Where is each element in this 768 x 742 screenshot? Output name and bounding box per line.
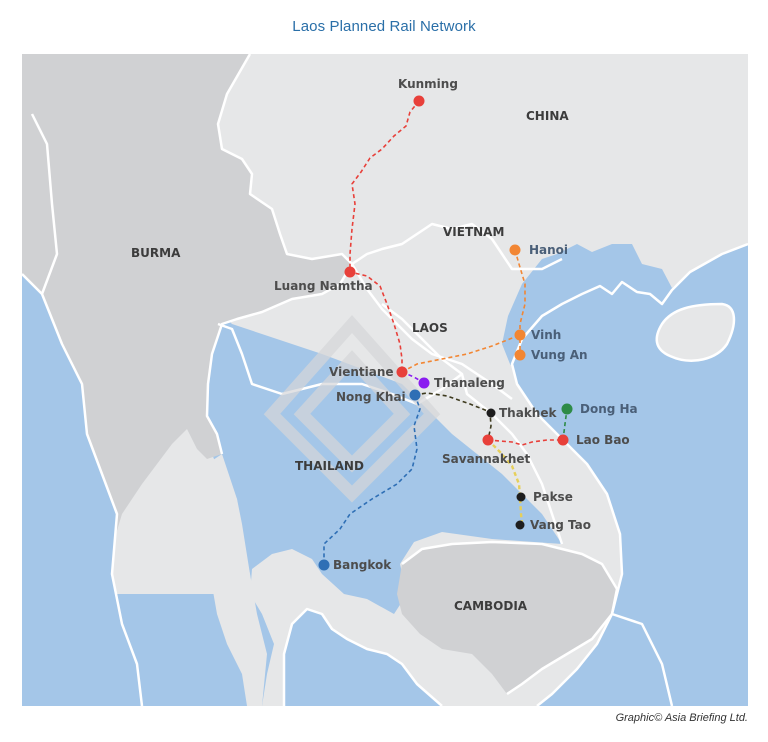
route-kunming-vientiane: [349, 100, 420, 372]
marker-savannakhet: [482, 434, 494, 446]
marker-hanoi: [509, 244, 521, 256]
city-label-bangkok: Bangkok: [333, 558, 392, 572]
route-vientiane-vinh: [401, 334, 521, 373]
country-label-laos: LAOS: [412, 321, 448, 335]
city-label-vung-an: Vung An: [531, 348, 588, 362]
city-label-pakse: Pakse: [533, 490, 573, 504]
city-label-vinh: Vinh: [531, 328, 561, 342]
marker-vientiane: [396, 366, 408, 378]
land-vietnam-south: [492, 364, 622, 706]
sea-andaman: [22, 274, 142, 706]
country-label-thailand: THAILAND: [295, 459, 364, 473]
marker-vung-an: [514, 349, 526, 361]
city-label-lao-bao: Lao Bao: [576, 433, 630, 447]
map-title: Laos Planned Rail Network: [292, 18, 476, 35]
country-label-vietnam: VIETNAM: [443, 225, 504, 239]
marker-thakhek: [486, 408, 496, 418]
city-markers: [318, 95, 573, 571]
marker-nong-khai: [409, 389, 421, 401]
marker-vinh: [514, 329, 526, 341]
marker-pakse: [516, 492, 526, 502]
city-label-nong-khai: Nong Khai: [336, 390, 406, 404]
country-label-burma: BURMA: [131, 246, 181, 260]
country-label-cambodia: CAMBODIA: [454, 599, 528, 613]
watermark-logo: [263, 314, 441, 503]
city-label-vang-tao: Vang Tao: [530, 518, 591, 532]
sea-gulf-of-thailand: [284, 609, 442, 706]
rail-network-map: CHINA BURMA VIETNAM LAOS THAILAND CAMBOD…: [22, 54, 748, 706]
graphic-credit: Graphic© Asia Briefing Ltd.: [615, 712, 748, 724]
marker-dong-ha: [561, 403, 573, 415]
city-label-thanaleng: Thanaleng: [434, 376, 505, 390]
city-label-savannakhet: Savannakhet: [442, 452, 531, 466]
marker-bangkok: [318, 559, 330, 571]
marker-thanaleng: [418, 377, 430, 389]
city-label-dong-ha: Dong Ha: [580, 402, 638, 416]
route-laobao-dongha: [562, 408, 568, 441]
route-savannakhet-vangtao: [487, 439, 524, 525]
country-label-china: CHINA: [526, 109, 569, 123]
city-label-thakhek: Thakhek: [499, 406, 557, 420]
city-label-hanoi: Hanoi: [529, 243, 568, 257]
land-peninsula: [192, 454, 267, 706]
marker-vang-tao: [515, 520, 525, 530]
city-label-luang-namtha: Luang Namtha: [274, 279, 373, 293]
marker-luang-namtha: [344, 266, 356, 278]
marker-lao-bao: [557, 434, 569, 446]
land-hainan: [655, 302, 736, 362]
city-label-kunming: Kunming: [398, 77, 458, 91]
route-nongkhai-savannakhet: [414, 392, 492, 441]
city-label-vientiane: Vientiane: [329, 365, 394, 379]
marker-kunming: [413, 95, 425, 107]
